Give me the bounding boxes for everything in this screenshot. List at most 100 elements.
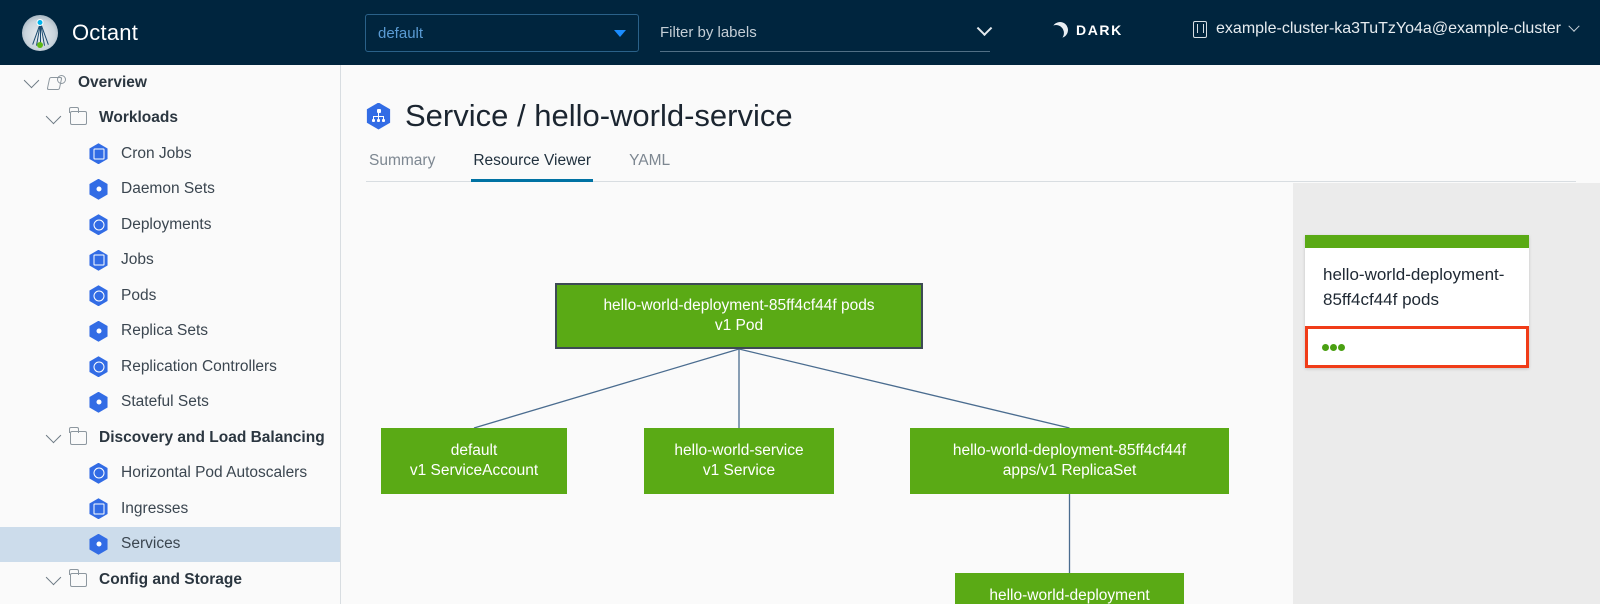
folder-icon	[69, 568, 87, 587]
chevron-down-icon	[45, 427, 61, 444]
page-title: Service / hello-world-service	[365, 98, 1600, 134]
namespace-value: default	[378, 24, 424, 42]
detail-accent-bar	[1305, 235, 1529, 248]
label-filter-input[interactable]: Filter by labels	[660, 14, 993, 52]
graph-node-kind: v1 Service	[702, 462, 776, 479]
expand-collapse-toggle[interactable]	[36, 427, 70, 444]
tab-resource-viewer[interactable]: Resource Viewer	[471, 152, 594, 182]
detail-status-highlight[interactable]	[1305, 326, 1529, 368]
sidebar-item-label: Ingresses	[121, 499, 189, 517]
label-filter-placeholder: Filter by labels	[660, 24, 757, 41]
detail-panel: hello-world-deployment-85ff4cf44f pods	[1293, 183, 1600, 604]
page-title-text: Service / hello-world-service	[405, 98, 793, 133]
sidebar-item-label: Config and Storage	[99, 570, 242, 588]
sidebar-item-stateful-sets[interactable]: Stateful Sets	[0, 385, 340, 421]
theme-toggle-label: DARK	[1076, 22, 1123, 38]
app-header: Octant default Filter by labels DARK exa…	[0, 0, 1600, 65]
sidebar-item-label: Overview	[78, 73, 147, 91]
sidebar-item-label: Stateful Sets	[121, 393, 209, 411]
sidebar-item-pods[interactable]: Pods	[0, 278, 340, 314]
sidebar-item-ingresses[interactable]: Ingresses	[0, 491, 340, 527]
pod-icon	[89, 285, 108, 307]
sidebar-item-replication-controllers[interactable]: Replication Controllers	[0, 349, 340, 385]
status-dot[interactable]	[1330, 343, 1337, 351]
service-icon	[89, 533, 108, 555]
graph-edge-pod-to-sa	[473, 348, 740, 429]
statefulset-icon	[89, 391, 108, 413]
sidebar-item-label: Discovery and Load Balancing	[99, 428, 325, 446]
chevron-down-icon	[23, 72, 39, 89]
sidebar-item-label: Pods	[121, 286, 157, 304]
detail-card[interactable]: hello-world-deployment-85ff4cf44f pods	[1305, 235, 1529, 368]
graph-node-replicaset[interactable]: hello-world-deployment-85ff4cf44f apps/v1…	[910, 428, 1229, 494]
hpa-icon	[89, 462, 108, 484]
job-icon	[89, 249, 108, 271]
sidebar-item-overview[interactable]: Overview	[0, 65, 340, 101]
sidebar-item-replica-sets[interactable]: Replica Sets	[0, 314, 340, 350]
tab-bar: Summary Resource Viewer YAML	[366, 152, 1576, 182]
sidebar-item-deployments[interactable]: Deployments	[0, 207, 340, 243]
graph-node-kind: v1 ServiceAccount	[409, 462, 539, 479]
graph-node-service[interactable]: hello-world-service v1 Service	[644, 428, 834, 494]
ingress-icon	[89, 498, 108, 520]
folder-icon	[69, 426, 87, 445]
deployment-icon	[89, 214, 108, 236]
status-dots	[1322, 343, 1345, 351]
graph-edge-pod-to-replicaset	[738, 348, 1070, 429]
chevron-down-icon	[45, 108, 61, 125]
cluster-name: example-cluster-ka3TuTzYo4a@example-clus…	[1216, 20, 1561, 37]
graph-node-name: hello-world-deployment	[989, 587, 1150, 604]
graph-node-name: hello-world-service	[674, 442, 804, 459]
graph-node-sa[interactable]: default v1 ServiceAccount	[381, 428, 567, 494]
sidebar-item-cron-jobs[interactable]: Cron Jobs	[0, 136, 340, 172]
namespace-selector[interactable]: default	[365, 14, 639, 52]
chevron-down-icon	[1568, 20, 1580, 32]
sidebar-item-config-and-storage[interactable]: Config and Storage	[0, 562, 340, 598]
sidebar-item-discovery-and-load-balancing[interactable]: Discovery and Load Balancing	[0, 420, 340, 456]
replicaset-icon	[89, 320, 108, 342]
brand: Octant	[22, 14, 139, 51]
octant-logo-icon	[22, 14, 58, 51]
sidebar-item-label: Deployments	[121, 215, 212, 233]
graph-node-name: hello-world-deployment-85ff4cf44f pods	[603, 297, 875, 314]
sidebar-item-daemon-sets[interactable]: Daemon Sets	[0, 172, 340, 208]
expand-collapse-toggle[interactable]	[36, 569, 70, 586]
sidebar-item-label: Horizontal Pod Autoscalers	[121, 464, 308, 482]
status-dot[interactable]	[1322, 343, 1329, 351]
status-dot[interactable]	[1338, 343, 1345, 351]
tab-yaml[interactable]: YAML	[629, 152, 671, 169]
sidebar-item-workloads[interactable]: Workloads	[0, 101, 340, 137]
caret-down-icon	[614, 29, 626, 37]
moon-icon	[1049, 19, 1070, 40]
cluster-icon	[1193, 20, 1208, 38]
graph-node-kind: apps/v1 ReplicaSet	[1002, 462, 1137, 479]
cronjob-icon	[89, 143, 108, 165]
cluster-selector[interactable]: example-cluster-ka3TuTzYo4a@example-clus…	[1193, 20, 1580, 38]
chevron-down-icon	[45, 569, 61, 586]
sidebar-item-services[interactable]: Services	[0, 526, 340, 562]
sidebar-item-label: Cron Jobs	[121, 144, 192, 162]
graph-node-deployment[interactable]: hello-world-deploymentapps/v1 Deployment	[955, 573, 1184, 604]
expand-collapse-toggle[interactable]	[36, 108, 70, 125]
sidebar-item-label: Jobs	[121, 251, 154, 269]
tab-summary[interactable]: Summary	[369, 152, 436, 169]
expand-collapse-toggle[interactable]	[14, 72, 48, 89]
detail-title: hello-world-deployment-85ff4cf44f pods	[1323, 265, 1505, 309]
graph-node-name: hello-world-deployment-85ff4cf44f	[952, 442, 1187, 459]
sidebar-item-horizontal-pod-autoscalers[interactable]: Horizontal Pod Autoscalers	[0, 456, 340, 492]
theme-toggle-button[interactable]: DARK	[1052, 22, 1123, 38]
graph-node-name: default	[450, 442, 498, 459]
overview-icon	[48, 75, 66, 90]
sidebar-item-jobs[interactable]: Jobs	[0, 243, 340, 279]
sidebar-item-label: Replication Controllers	[121, 357, 277, 375]
service-icon	[366, 102, 391, 130]
chevron-down-icon	[976, 20, 993, 37]
daemonset-icon	[89, 178, 108, 200]
sidebar-item-label: Services	[121, 535, 181, 553]
rc-icon	[89, 356, 108, 378]
sidebar-item-label: Workloads	[99, 109, 178, 127]
brand-name: Octant	[72, 19, 139, 45]
